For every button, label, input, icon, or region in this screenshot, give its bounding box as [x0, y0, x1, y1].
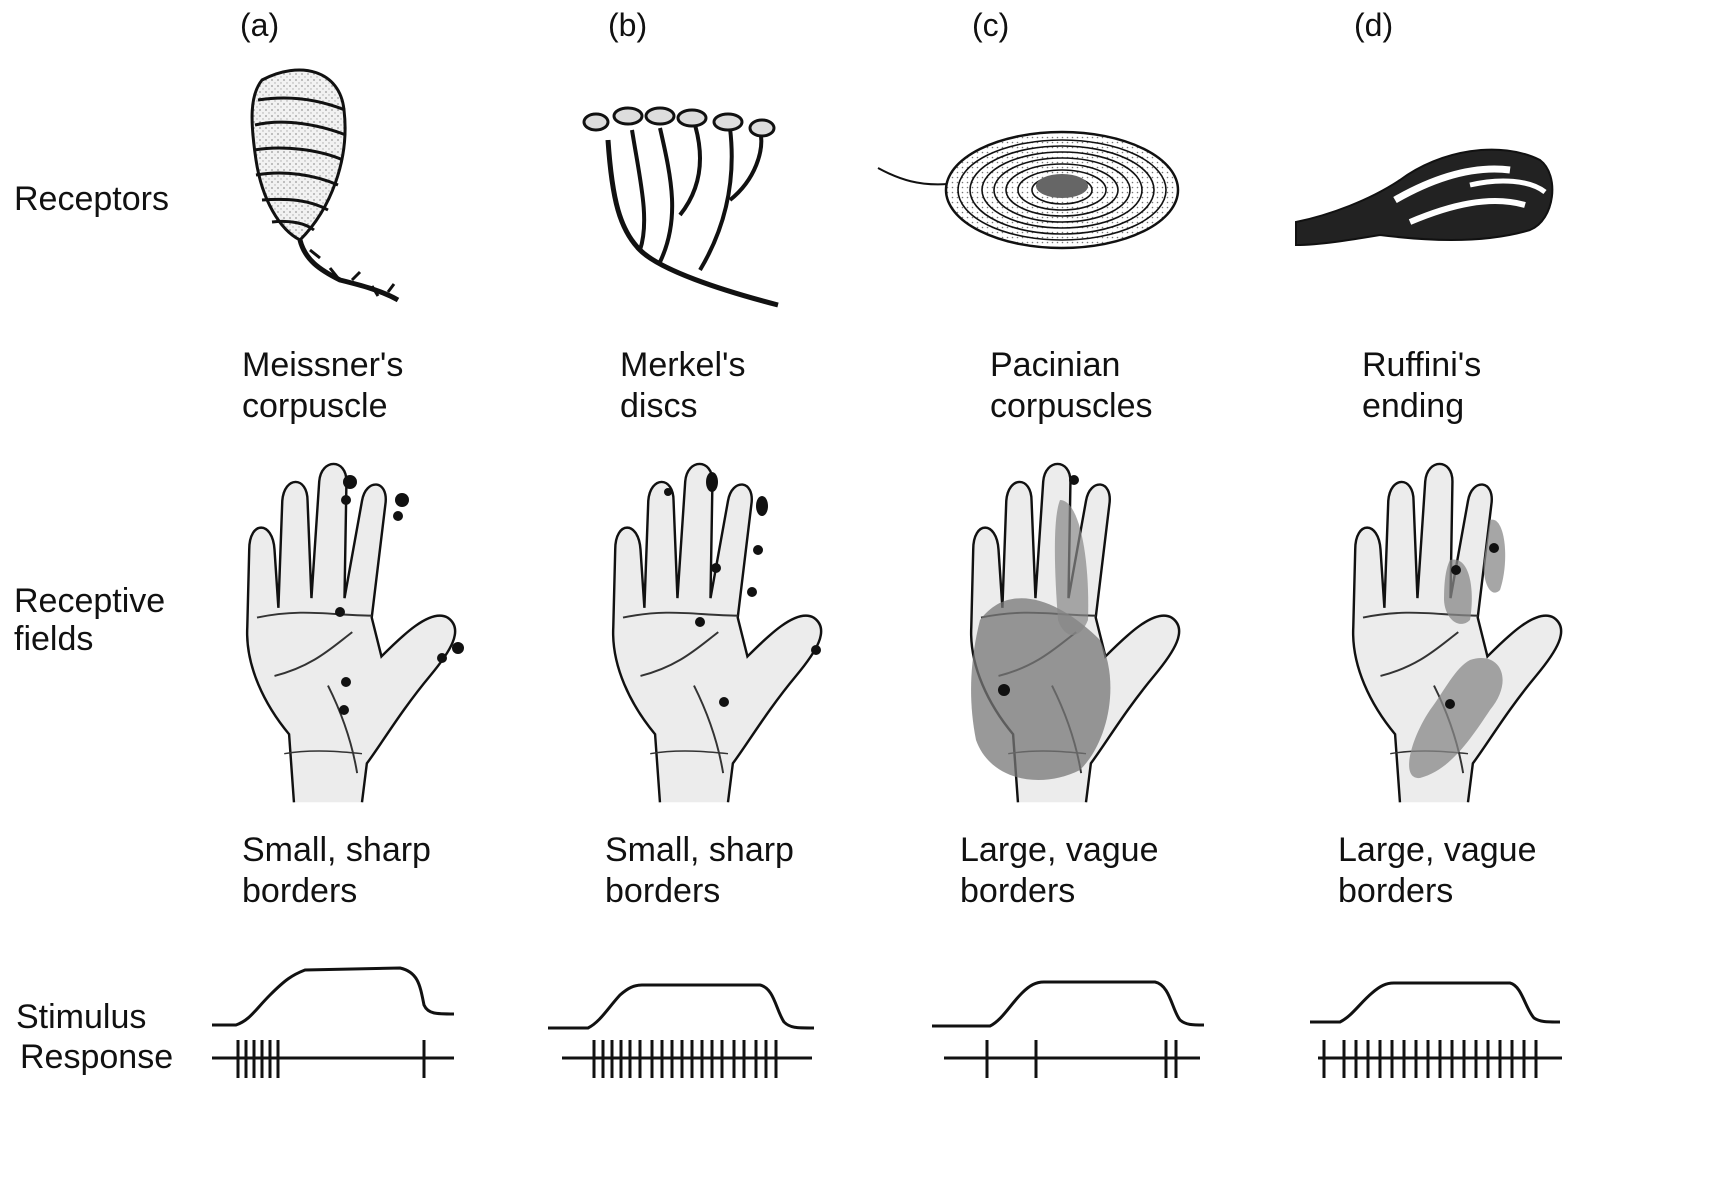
stimulus-trace-b [548, 985, 814, 1028]
stimulus-trace-d [1310, 983, 1560, 1022]
merkel-discs-icon [584, 108, 778, 305]
hand-b-icon [613, 464, 821, 802]
hand-c-icon [971, 464, 1179, 802]
meissner-corpuscle-icon [252, 70, 398, 300]
hand-d-icon [1353, 464, 1561, 802]
pacinian-corpuscle-icon [878, 132, 1178, 248]
stimulus-trace-c [932, 982, 1204, 1026]
stimulus-trace-a [212, 968, 454, 1025]
hand-a-icon [247, 464, 464, 802]
ruffini-ending-icon [1296, 150, 1552, 245]
